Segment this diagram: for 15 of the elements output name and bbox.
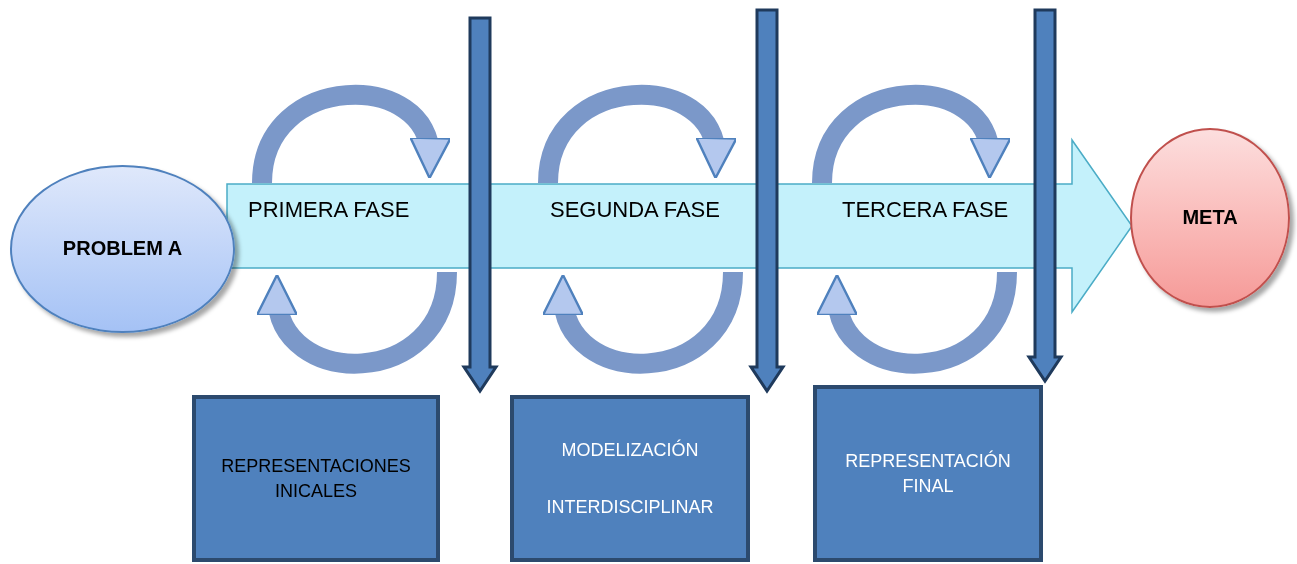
node-text: REPRESENTACIÓN FINAL (844, 449, 1012, 498)
node-text: INTERDISCIPLINAR (546, 495, 714, 519)
node-text: META (1182, 205, 1238, 231)
phase-label: TERCERA FASE (842, 196, 1009, 224)
stage-box (813, 385, 1043, 562)
down-arrow (1026, 8, 1064, 384)
stage-box (192, 395, 440, 562)
down-arrow (461, 16, 499, 394)
node-text: MODELIZACIÓN (561, 438, 699, 462)
stage-box (510, 395, 750, 562)
down-arrow (748, 8, 786, 394)
phase-label: PRIMERA FASE (248, 196, 410, 224)
node-text: REPRESENTACIONES INICALES (220, 454, 412, 503)
phase-label: SEGUNDA FASE (550, 196, 720, 224)
node-text: PROBLEM A (62, 236, 183, 262)
